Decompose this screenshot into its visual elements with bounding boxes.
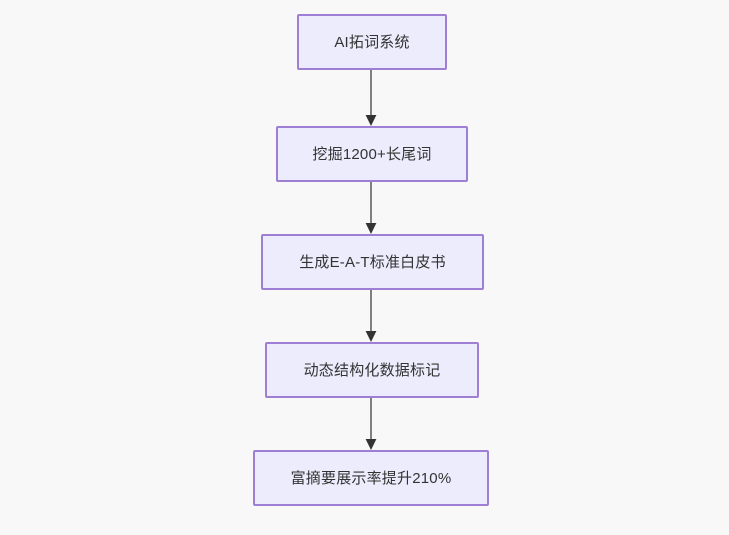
arrowhead-icon xyxy=(365,223,377,234)
flowchart-node-3-label: 生成E-A-T标准白皮书 xyxy=(299,253,446,271)
flowchart-edge-3 xyxy=(361,290,381,342)
flowchart-node-1-label: AI拓词系统 xyxy=(334,33,410,51)
flowchart-node-2-label: 挖掘1200+长尾词 xyxy=(312,145,432,163)
flowchart-node-4-label: 动态结构化数据标记 xyxy=(303,361,441,379)
arrowhead-icon xyxy=(365,115,377,126)
flowchart-node-3[interactable]: 生成E-A-T标准白皮书 xyxy=(261,234,484,290)
flowchart-node-5[interactable]: 富摘要展示率提升210% xyxy=(253,450,489,506)
flowchart-node-5-label: 富摘要展示率提升210% xyxy=(290,469,452,487)
flowchart-edge-2 xyxy=(361,182,381,234)
arrowhead-icon xyxy=(365,439,377,450)
flowchart-node-2[interactable]: 挖掘1200+长尾词 xyxy=(276,126,468,182)
flowchart-edge-4 xyxy=(361,398,381,450)
arrowhead-icon xyxy=(365,331,377,342)
flowchart-node-4[interactable]: 动态结构化数据标记 xyxy=(265,342,479,398)
flowchart-edge-1 xyxy=(361,70,381,126)
flowchart-node-1[interactable]: AI拓词系统 xyxy=(297,14,447,70)
